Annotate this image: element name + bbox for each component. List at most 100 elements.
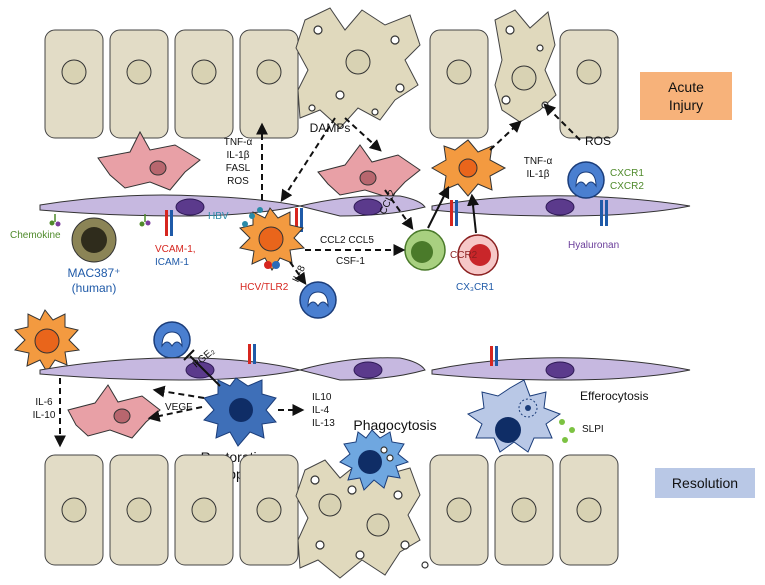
resolution-label: Resolution	[672, 475, 738, 491]
tlr2-receptor	[272, 261, 280, 269]
arrow-tnf-to-hepatocyte	[489, 120, 522, 151]
endothelial-nucleus	[545, 361, 575, 379]
hbv-particle	[242, 221, 248, 227]
resolution-box	[655, 468, 755, 498]
acute-injury-box	[640, 72, 732, 120]
hcv-particle	[264, 261, 272, 269]
neutrophil-nucleus	[575, 171, 597, 188]
phagocytosis-label: Phagocytosis	[353, 417, 436, 433]
stellate-cell-top	[97, 130, 201, 191]
hepatocyte-nucleus	[61, 59, 87, 85]
arrow-ros	[543, 103, 581, 141]
debris-particle	[536, 44, 544, 52]
acute-label-line2: Injury	[669, 97, 703, 113]
hepatocyte-nucleus	[511, 497, 537, 523]
debris-particle	[393, 490, 403, 500]
stellate-nucleus	[149, 160, 167, 176]
debris-particle	[347, 485, 357, 495]
arrow-damps-to-stellate	[344, 117, 382, 152]
fasl-label: FASL	[226, 163, 251, 174]
cxcr1-label: CXCR1	[610, 168, 644, 179]
acute-label-line1: Acute	[668, 79, 704, 95]
mac387-label: MAC387⁺	[67, 266, 120, 280]
hepatocyte-nucleus	[446, 59, 472, 85]
efferocytosis-nucleus	[495, 417, 521, 443]
stellate-cell-bottom	[67, 384, 161, 439]
efferocytosis-macrophage	[466, 379, 562, 453]
slpi-particle	[569, 427, 575, 433]
engulfed-debris	[380, 446, 388, 454]
slpi-label: SLPI	[582, 424, 604, 435]
stellate-nucleus	[113, 408, 131, 424]
debris-particle	[335, 90, 345, 100]
adhesion-marker	[248, 344, 251, 364]
endothelial-nucleus	[353, 361, 383, 379]
kupffer-nucleus	[258, 226, 284, 252]
debris-particle	[355, 550, 365, 560]
debris-particle	[501, 95, 511, 105]
damaged-nucleus	[511, 65, 537, 91]
adhesion-marker	[490, 346, 493, 366]
restorative-nucleus	[229, 398, 253, 422]
hepatocyte-nucleus	[256, 59, 282, 85]
hbv-particle	[257, 207, 263, 213]
il13-stack-label: IL-13	[312, 418, 335, 429]
vegf-label: VEGF	[165, 402, 192, 413]
damps-label: DAMPs	[310, 121, 351, 135]
kupffer-cell-hcv	[238, 207, 306, 271]
stellate-nucleus	[359, 170, 377, 186]
chemokine-label: Chemokine	[10, 230, 61, 241]
endothelial-nucleus	[175, 198, 205, 216]
debris-particle	[400, 540, 410, 550]
il10-label: IL-10	[33, 410, 56, 421]
neutrophil-nucleus	[161, 331, 183, 348]
hepatocyte-nucleus	[126, 59, 152, 85]
vcam1-label: VCAM-1,	[155, 244, 196, 255]
damaged-hepatocytes-bottom	[295, 459, 429, 579]
il10-stack-label: IL10	[312, 392, 332, 403]
inhibition-bar	[183, 349, 195, 361]
hbv-label: HBV	[208, 211, 229, 222]
il1b-label: IL-1β	[227, 150, 250, 161]
tnf-alpha-label: TNF-α	[224, 137, 253, 148]
arrow-vegf-endothelium	[152, 385, 205, 399]
arrow-ccl2	[384, 189, 414, 230]
debris-particle	[505, 25, 515, 35]
hepatocyte-nucleus	[576, 497, 602, 523]
hepatocyte-nucleus	[126, 497, 152, 523]
debris-particle	[313, 25, 323, 35]
mac387-human-label: (human)	[72, 281, 117, 295]
engulfed-cell-core	[525, 405, 531, 411]
cxcr2-label: CXCR2	[610, 181, 644, 192]
tnf-right-label: TNF-α	[524, 156, 553, 167]
damaged-nucleus	[345, 49, 371, 75]
hepatocyte-nucleus	[446, 497, 472, 523]
engulfed-cell	[518, 398, 538, 418]
macrophage-nucleus	[458, 158, 478, 178]
ccr2-label: CCR2	[450, 250, 478, 261]
efferocytosis-label: Efferocytosis	[580, 389, 648, 403]
icam1-label: ICAM-1	[155, 257, 189, 268]
arrow-vegf	[147, 406, 203, 422]
engulfed-debris	[386, 454, 394, 462]
ros-top-label: ROS	[227, 176, 249, 187]
slpi-particle	[562, 437, 568, 443]
hyaluronan-label: Hyaluronan	[568, 240, 619, 251]
arrow-damps-to-kupffer	[280, 117, 336, 203]
damaged-hepatocytes-top	[295, 7, 557, 129]
debris-particle	[541, 101, 549, 109]
hepatocyte-nucleus	[576, 59, 602, 85]
csf1-label: CSF-1	[336, 256, 365, 267]
hbv-particle	[249, 213, 255, 219]
adhesion-marker	[253, 344, 256, 364]
top-hepatocyte-row	[44, 29, 619, 139]
adhesion-marker	[495, 346, 498, 366]
hepatocyte-nucleus	[61, 497, 87, 523]
debris-particle	[310, 475, 320, 485]
inhibition-pge2	[189, 355, 221, 387]
debris-particle	[315, 540, 325, 550]
il6-label: IL-6	[35, 397, 53, 408]
il4-stack-label: IL-4	[312, 405, 330, 416]
arrow-monocyte-to-macrophage	[427, 185, 450, 229]
adhesion-molecules	[165, 200, 608, 236]
